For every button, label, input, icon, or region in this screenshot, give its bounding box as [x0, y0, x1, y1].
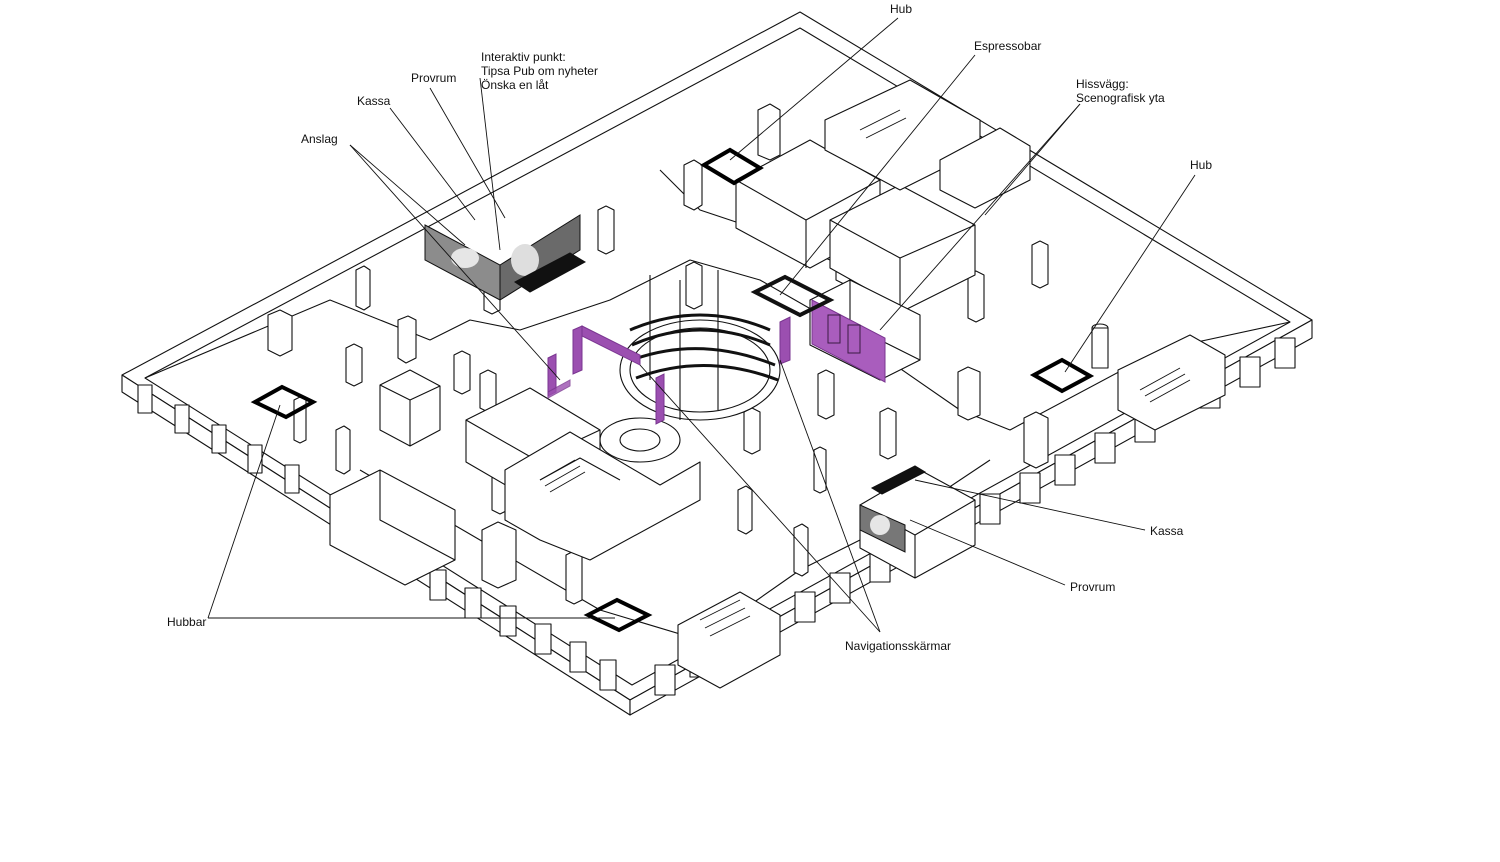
interaktiv-line-3: Önska en låt — [481, 78, 549, 92]
label-interaktiv-punkt: Interaktiv punkt: Tipsa Pub om nyheter Ö… — [481, 50, 598, 92]
label-hub-top: Hub — [890, 2, 913, 16]
label-hubbar: Hubbar — [167, 615, 207, 629]
stair-hatching — [539, 109, 1191, 637]
black-counters — [514, 252, 927, 495]
label-kassa-bottom: Kassa — [1150, 524, 1184, 538]
label-anslag: Anslag — [301, 132, 338, 146]
southwest-windows — [137, 384, 617, 691]
rooms — [329, 79, 1226, 689]
hub-frames — [250, 147, 1095, 633]
label-navigationsskarmar: Navigationsskärmar — [845, 639, 952, 653]
label-provrum-top: Provrum — [411, 71, 457, 85]
interaktiv-line-2: Tipsa Pub om nyheter — [481, 64, 598, 78]
label-espressobar: Espressobar — [974, 39, 1042, 53]
label-provrum-bottom: Provrum — [1070, 580, 1116, 594]
elevator-doors — [827, 314, 861, 354]
leader-lines — [207, 17, 1196, 633]
hissvagg-line-2: Scenografisk yta — [1076, 91, 1165, 105]
label-kassa-top: Kassa — [357, 94, 391, 108]
scenographic-image-walls — [424, 214, 906, 553]
columns — [267, 103, 1109, 605]
spiral-stair — [599, 417, 681, 463]
interaktiv-line-1: Interaktiv punkt: — [481, 50, 566, 64]
hissvagg-line-1: Hissvägg: — [1076, 77, 1129, 91]
corridor-line — [144, 259, 1291, 431]
label-hissvagg: Hissvägg: Scenografisk yta — [1076, 77, 1165, 105]
label-hub-right: Hub — [1190, 158, 1213, 172]
purple-navigation-screens — [547, 316, 791, 425]
